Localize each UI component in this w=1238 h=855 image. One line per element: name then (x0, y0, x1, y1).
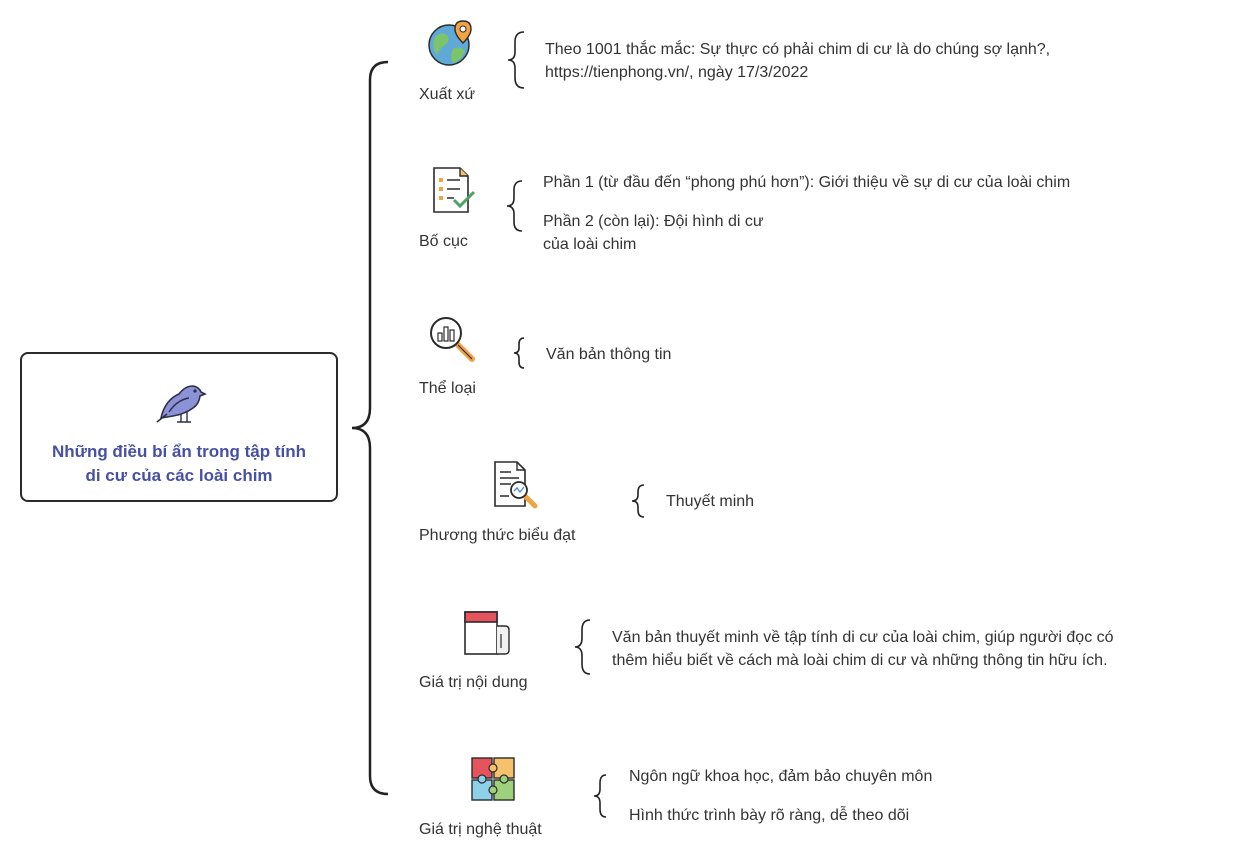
brace-xuat-xu (507, 31, 525, 89)
detail-xuat-xu-1: Theo 1001 thắc mắc: Sự thực có phải chim… (545, 41, 1051, 58)
detail-xuat-xu-2: https://tienphong.vn/, ngày 17/3/2022 (545, 64, 809, 81)
detail-phuong-thuc-1: Thuyết minh (666, 493, 755, 510)
detail-bo-cuc-3: của loài chim (543, 236, 637, 253)
detail-nghe-thuat-1: Ngôn ngữ khoa học, đảm bảo chuyên môn (629, 768, 933, 785)
detail-noi-dung-1: Văn bản thuyết minh về tập tính di cư củ… (612, 629, 1114, 646)
brace-bo-cuc (506, 180, 523, 232)
brace-nghe-thuat (593, 774, 607, 818)
detail-bo-cuc-1: Phần 1 (từ đầu đến “phong phú hơn”): Giớ… (543, 174, 1071, 191)
detail-bo-cuc-2: Phần 2 (còn lại): Đội hình di cư (543, 213, 764, 230)
puzzle-icon (471, 757, 515, 801)
document-search-icon (494, 461, 538, 509)
branch-label-bo-cuc: Bố cục (419, 233, 468, 250)
main-brace (351, 60, 389, 796)
checklist-icon (433, 167, 476, 213)
root-title: Những điều bí ẩn trong tập tính di cư củ… (51, 442, 307, 485)
branch-label-xuat-xu: Xuất xứ (419, 86, 476, 103)
detail-noi-dung-2: thêm hiểu biết về cách mà loài chim di c… (612, 652, 1108, 669)
globe-pin-icon (428, 20, 472, 66)
detail-the-loai-1: Văn bản thông tin (546, 346, 672, 363)
branch-label-nghe-thuat: Giá trị nghệ thuật (419, 821, 542, 838)
magnifier-chart-icon (430, 317, 475, 362)
branch-label-noi-dung: Giá trị nội dung (419, 674, 528, 691)
root-node: Những điều bí ẩn trong tập tính di cư củ… (20, 352, 338, 502)
branch-label-phuong-thuc: Phương thức biểu đạt (419, 527, 576, 544)
brace-noi-dung (574, 619, 591, 675)
brace-the-loai (513, 337, 525, 369)
detail-nghe-thuat-2: Hình thức trình bày rõ ràng, dễ theo dõi (629, 807, 910, 824)
branch-label-the-loai: Thể loại (419, 380, 476, 397)
bird-icon (156, 385, 207, 423)
brace-phuong-thuc (631, 484, 645, 518)
notebook-icon (464, 611, 510, 655)
